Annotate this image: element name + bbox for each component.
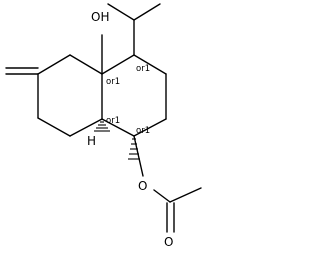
bond-c1-c8a — [101, 118, 135, 137]
stereo-label-c1: or1 — [136, 126, 150, 136]
ring-fusion-h-label: H — [87, 134, 96, 148]
bond-c8a-c8 — [69, 118, 103, 137]
stereo-label-c8a: or1 — [106, 116, 120, 126]
bond-c4a-c4 — [101, 54, 135, 75]
hydroxyl-label: OH — [91, 10, 109, 24]
bond-c5-c4a — [69, 54, 103, 75]
bond-c1-o — [133, 135, 144, 177]
bond-c8-c7 — [37, 117, 71, 137]
bond-carbonylc-methyl — [169, 187, 202, 203]
stereo-label-c4a: or1 — [106, 77, 120, 87]
stereo-label-c4: or1 — [136, 64, 150, 74]
molecule-structure: OH H O O or1 or1 or1 or1 — [5, 3, 202, 249]
bond-ipr-me2 — [133, 3, 161, 21]
hashed-bond-c8a-h — [94, 121, 110, 132]
bond-c2-c1 — [133, 118, 167, 137]
bond-c6-c5 — [37, 54, 71, 75]
bond-c4-c3 — [133, 54, 167, 75]
bond-o-carbonylc — [153, 189, 171, 203]
carbonyl-oxygen-label: O — [164, 235, 173, 249]
bond-ipr-me1 — [107, 3, 135, 21]
ester-oxygen-label: O — [138, 179, 147, 193]
